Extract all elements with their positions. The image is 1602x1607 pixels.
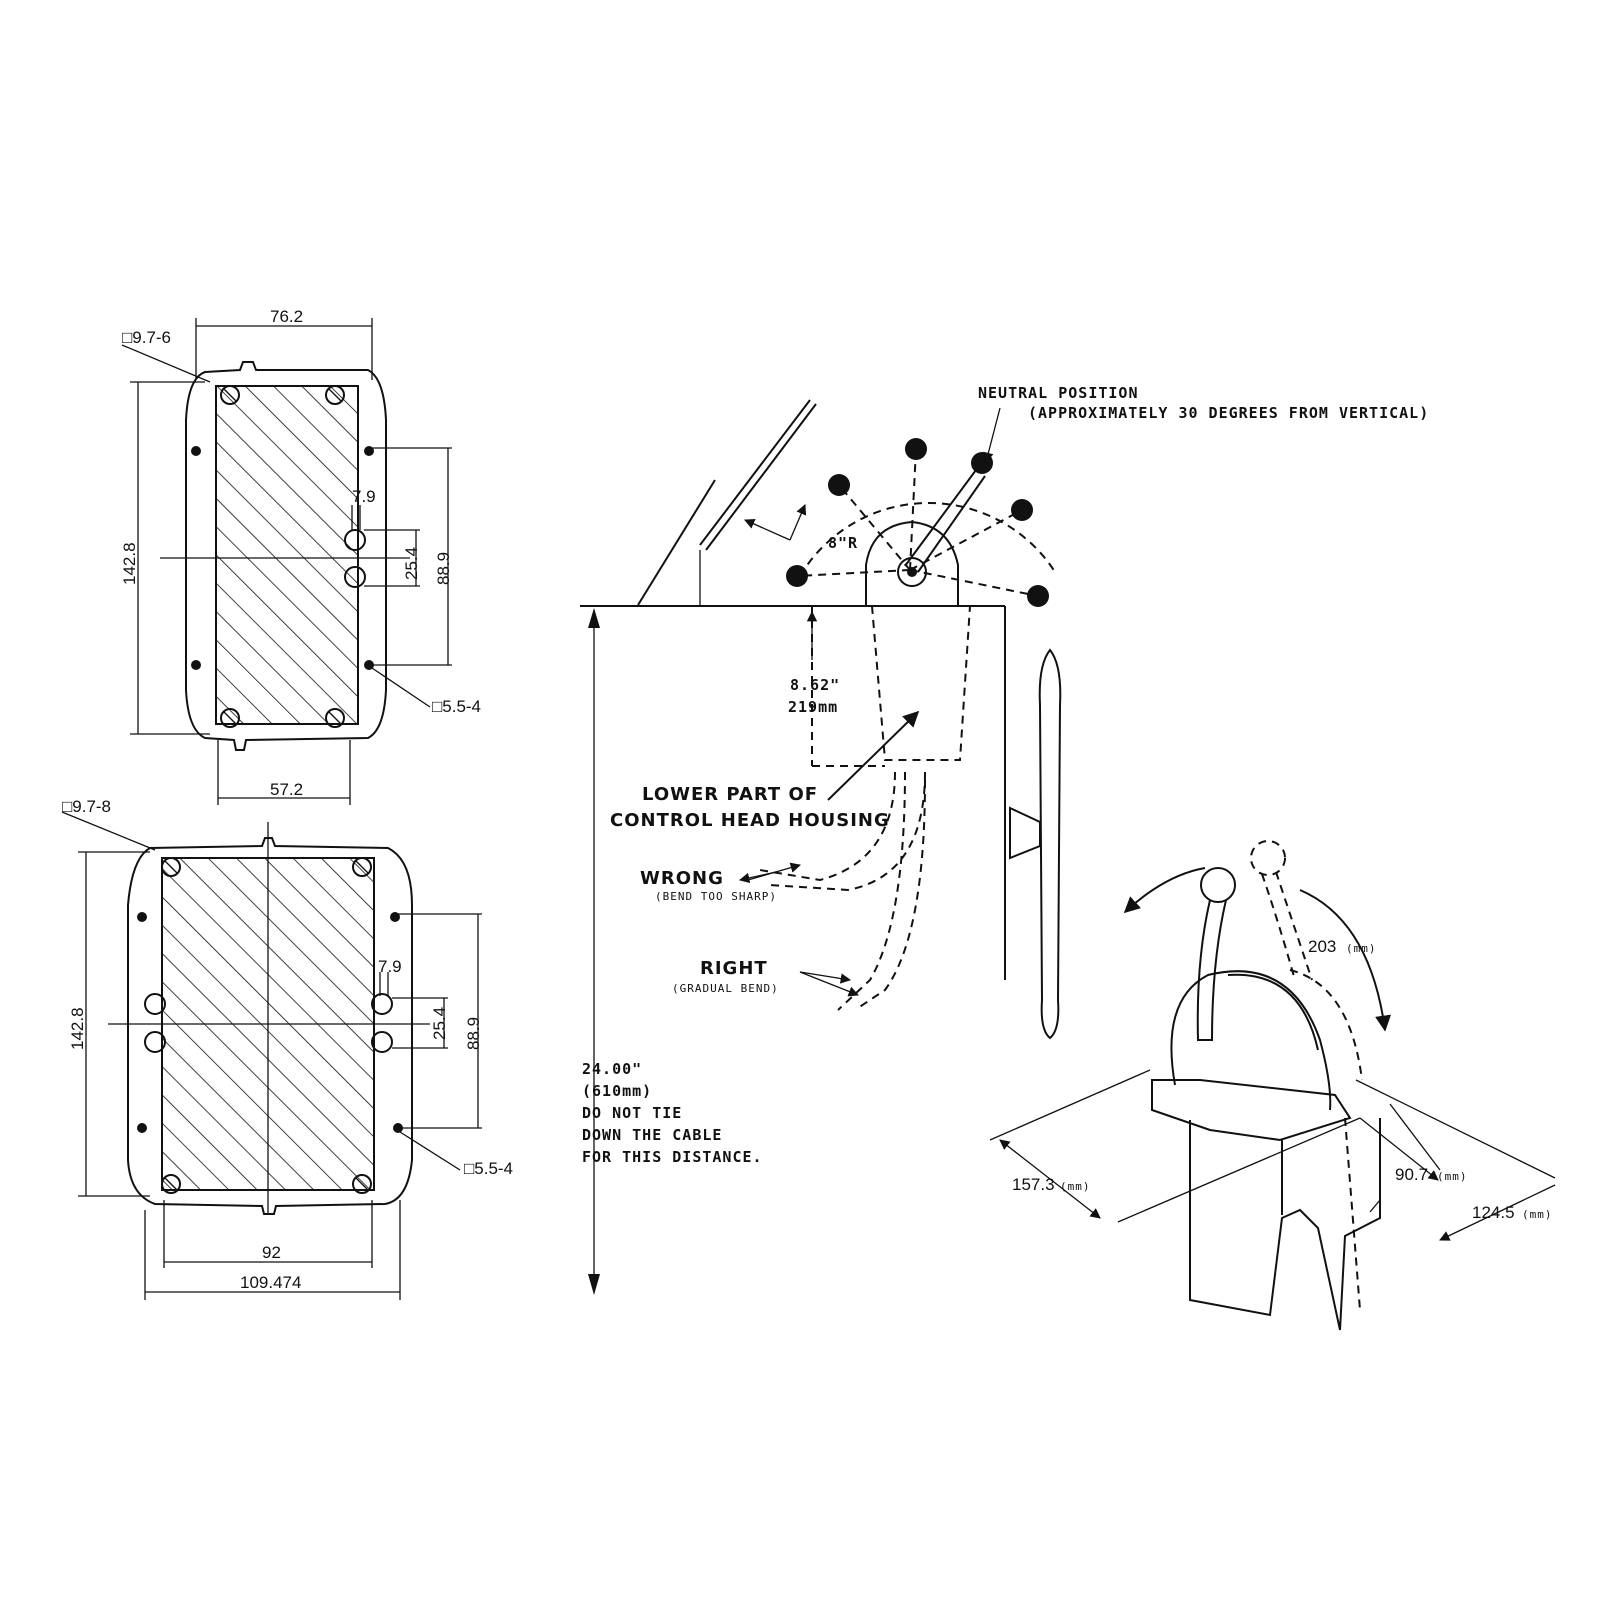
- top-mounting-plate: 76.2 □9.7-6 142.8 88.9 25.4 7.9 □5.5-4 5…: [120, 307, 481, 805]
- top-width-label: 76.2: [270, 307, 303, 326]
- width-unit: (mm): [1060, 1180, 1091, 1193]
- depth-label: 90.7: [1395, 1165, 1428, 1184]
- screw-icon: [161, 1174, 181, 1194]
- top-slot-spacing-label: 25.4: [402, 547, 421, 580]
- top-bottom-width-label: 57.2: [270, 780, 303, 799]
- arc-unit: (mm): [1346, 942, 1377, 955]
- installation-diagram: NEUTRAL POSITION (APPROXIMATELY 30 DEGRE…: [580, 384, 1429, 1295]
- screw-icon: [352, 1174, 372, 1194]
- wrong-note: (BEND TOO SHARP): [655, 890, 777, 903]
- bottom-inner-width-label: 92: [262, 1243, 281, 1262]
- depth-in-label: 8.62": [790, 676, 840, 694]
- right-note: (GRADUAL BEND): [672, 982, 779, 995]
- screw-icon: [220, 708, 240, 728]
- lower-part-label: LOWER PART OF: [642, 784, 818, 805]
- top-height-label: 142.8: [120, 542, 139, 585]
- note-line-3: FOR THIS DISTANCE.: [582, 1148, 763, 1166]
- bottom-slot-width-label: 7.9: [378, 957, 402, 976]
- bottom-outer-width-label: 109.474: [240, 1273, 301, 1292]
- note-line-1: DO NOT TIE: [582, 1104, 682, 1122]
- bottom-slot-spacing-label: 25.4: [430, 1007, 449, 1040]
- distance-mm-label: (610mm): [582, 1082, 652, 1100]
- width-label: 157.3: [1012, 1175, 1055, 1194]
- top-slot-width-label: 7.9: [352, 487, 376, 506]
- screw-icon: [161, 857, 181, 877]
- screw-icon: [220, 385, 240, 405]
- height-label: 124.5: [1472, 1203, 1515, 1222]
- isometric-control-head: 203 (mm) 157.3 (mm) 90.7 (mm) 124.5 (mm): [989, 840, 1556, 1331]
- radius-label: 8"R: [828, 534, 858, 552]
- top-bolt-label: □9.7-6: [122, 328, 171, 347]
- housing-label: CONTROL HEAD HOUSING: [610, 810, 890, 831]
- height-unit: (mm): [1522, 1208, 1553, 1221]
- bottom-hole-spacing-label: 88.9: [464, 1017, 483, 1050]
- neutral-position-note: (APPROXIMATELY 30 DEGREES FROM VERTICAL): [1028, 404, 1429, 422]
- arc-label: 203: [1308, 937, 1336, 956]
- note-line-2: DOWN THE CABLE: [582, 1126, 722, 1144]
- top-hole-spacing-label: 88.9: [434, 552, 453, 585]
- bottom-mounting-plate: □9.7-8 142.8 88.9 25.4 7.9 □5.5-4 92 109…: [61, 797, 513, 1300]
- bottom-height-label: 142.8: [68, 1007, 87, 1050]
- right-label: RIGHT: [700, 958, 768, 979]
- depth-unit: (mm): [1437, 1170, 1468, 1183]
- depth-mm-label: 219mm: [788, 698, 838, 716]
- screw-icon: [352, 857, 372, 877]
- distance-in-label: 24.00": [582, 1060, 642, 1078]
- top-hole-label: □5.5-4: [432, 697, 481, 716]
- neutral-position-label: NEUTRAL POSITION: [978, 384, 1139, 402]
- bottom-bolt-label: □9.7-8: [62, 797, 111, 816]
- wrong-label: WRONG: [640, 868, 724, 889]
- screw-icon: [325, 708, 345, 728]
- screw-icon: [325, 385, 345, 405]
- bottom-hole-label: □5.5-4: [464, 1159, 513, 1178]
